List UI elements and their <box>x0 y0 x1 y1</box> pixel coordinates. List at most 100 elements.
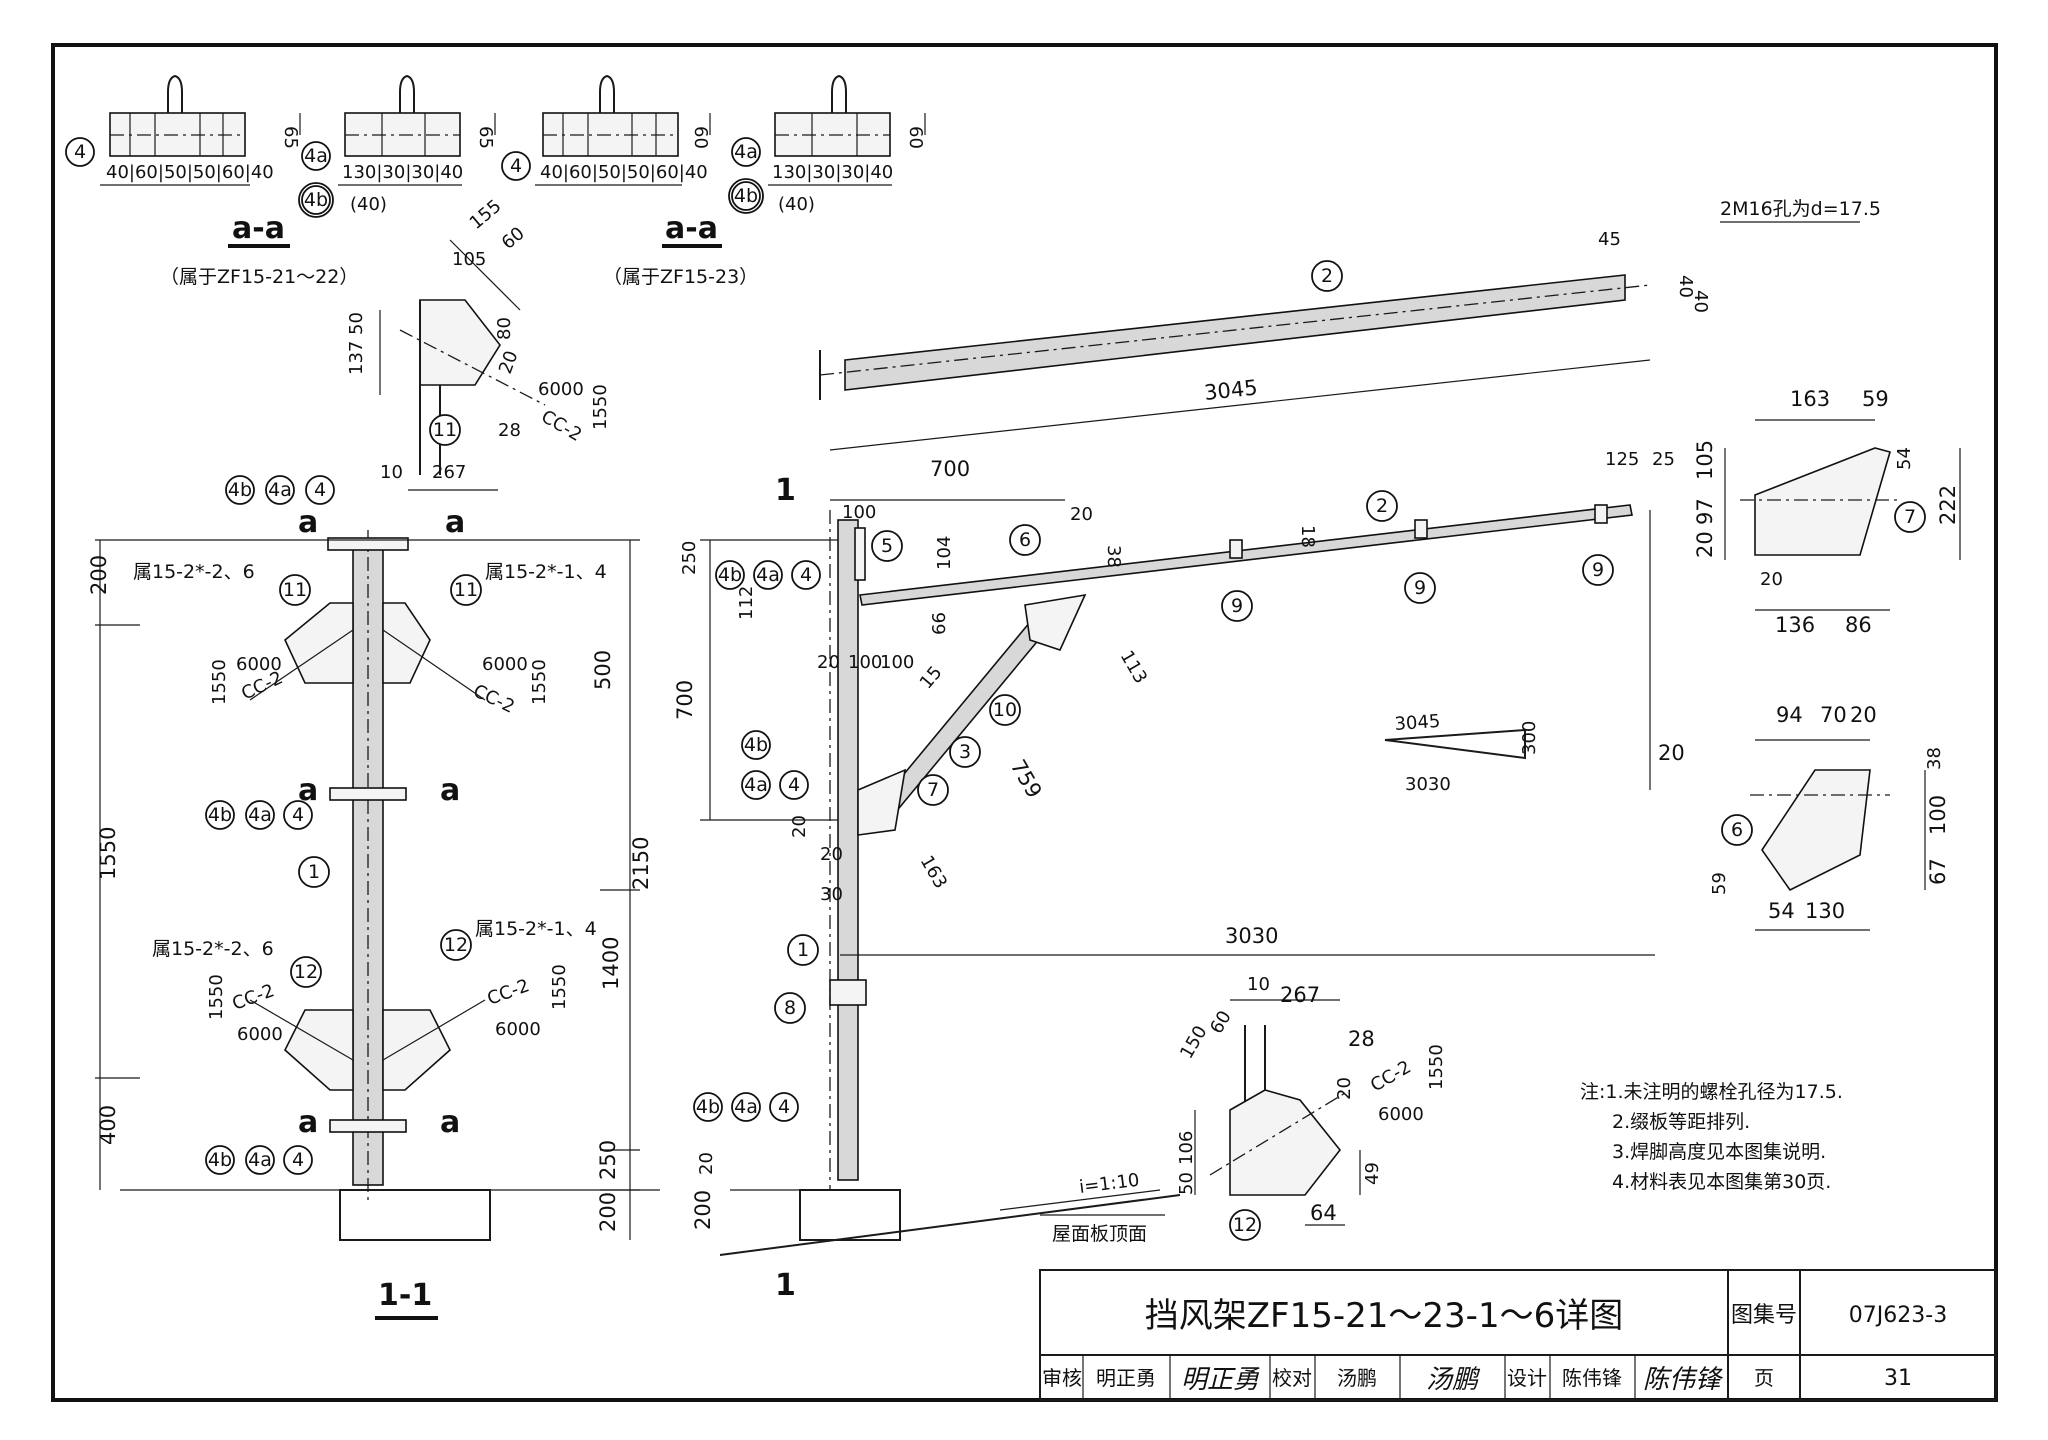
s11-dim-200b: 200 <box>596 1192 620 1232</box>
member-2-plan <box>844 274 1626 391</box>
p6-dim-67: 67 <box>1926 858 1950 885</box>
svg-text:4a: 4a <box>756 564 780 586</box>
section-aa-detail-4: 130|30|30|40 (40) 60 4a 4b <box>728 74 926 215</box>
review-label: 审核 <box>1042 1366 1082 1390</box>
svg-text:4b: 4b <box>744 734 768 756</box>
dim-18: 18 <box>1297 525 1318 548</box>
p6-dim-130: 130 <box>1805 899 1845 923</box>
s11-mark-a-right: a <box>445 505 465 540</box>
svg-text:4a: 4a <box>248 1149 272 1171</box>
checker-name: 汤鹏 <box>1337 1366 1377 1390</box>
p7-dim-163: 163 <box>1790 387 1830 411</box>
tag-4a: 4a <box>741 770 771 800</box>
tag-8: 8 <box>774 992 806 1024</box>
svg-text:4: 4 <box>314 479 326 501</box>
dim-104: 104 <box>934 536 955 570</box>
g11-dim-10: 10 <box>380 462 403 483</box>
s11-mark-a-bot-r: a <box>440 1105 460 1140</box>
tag-11: 11 <box>279 574 311 606</box>
aa4-alt-dim: (40) <box>778 194 815 215</box>
g11-dim-267: 267 <box>432 462 466 483</box>
designer-name: 陈伟锋 <box>1562 1366 1622 1390</box>
svg-text:11: 11 <box>283 579 307 601</box>
g11-dim-1550: 1550 <box>590 384 611 430</box>
aa-note-2: （属于ZF15-23） <box>603 266 758 288</box>
aa-note-1: （属于ZF15-21～22） <box>160 266 358 288</box>
g11-dim-28: 28 <box>498 420 521 441</box>
g11-dim-50: 50 <box>346 312 367 335</box>
p6-dim-100: 100 <box>1926 795 1950 835</box>
p6-dim-94: 94 <box>1776 703 1803 727</box>
p7-dim-105: 105 <box>1693 440 1717 480</box>
tag-4b: 4b <box>225 475 255 505</box>
g12-dim-267: 267 <box>1280 983 1320 1007</box>
aa4-height: 60 <box>905 126 926 149</box>
dim-20-mid: 20 <box>817 652 840 673</box>
dim-3030: 3030 <box>1225 924 1278 948</box>
gusset-12-detail: 10 267 150 60 28 20 CC-2 1550 6000 106 5… <box>1176 974 1447 1241</box>
dim-200-base: 200 <box>691 1190 715 1230</box>
tag-11: 11 <box>429 414 461 446</box>
splice-plate-8 <box>829 979 867 1006</box>
tag-4: 4 <box>305 475 335 505</box>
s11-dim-1550: 1550 <box>96 827 120 880</box>
note-4: 4.材料表见本图集第30页. <box>1612 1171 1831 1193</box>
s11-mark-a-left: a <box>298 505 318 540</box>
g12-dim-20: 20 <box>1334 1077 1355 1100</box>
aa2-height: 65 <box>475 126 496 149</box>
tag-4: 4 <box>791 560 821 590</box>
p7-dim-20b: 20 <box>1760 569 1783 590</box>
svg-text:3: 3 <box>959 741 971 763</box>
g11-dim-80: 80 <box>494 317 515 340</box>
dim-100-top: 100 <box>842 502 876 523</box>
aa-title-1: a-a <box>232 211 285 246</box>
aa3-height: 60 <box>690 126 711 149</box>
svg-text:7: 7 <box>927 779 939 801</box>
svg-text:4b: 4b <box>718 564 742 586</box>
dim-40a: 40 <box>1675 275 1696 298</box>
svg-text:5: 5 <box>881 535 893 557</box>
tag-4: 4 <box>769 1092 799 1122</box>
reviewer-signature: 明正勇 <box>1181 1365 1260 1395</box>
tag-4a: 4a <box>265 475 295 505</box>
dim-45: 45 <box>1598 229 1621 250</box>
s11-mark-a-mid-l: a <box>298 773 318 808</box>
svg-text:4a: 4a <box>248 804 272 826</box>
p7-dim-54: 54 <box>1894 447 1915 470</box>
tag-12: 12 <box>290 956 322 988</box>
svg-text:12: 12 <box>444 934 468 956</box>
g12-dim-50: 50 <box>1176 1172 1197 1195</box>
tag-4b: 4b <box>205 1145 235 1175</box>
section-mark-1-top: 1 <box>775 473 796 508</box>
tag-2: 2 <box>1311 260 1343 292</box>
svg-text:4b: 4b <box>304 189 328 211</box>
g11-dim-6000: 6000 <box>538 379 584 400</box>
svg-text:4: 4 <box>778 1096 790 1118</box>
g12-dim-150: 150 <box>1176 1022 1211 1062</box>
s11-brace-1550-r: 1550 <box>529 659 550 705</box>
designer-signature: 陈伟锋 <box>1643 1365 1724 1395</box>
section-aa-detail-1: 40|60|50|50|60|40 65 4 <box>65 74 301 186</box>
dim-113: 113 <box>1116 647 1151 687</box>
svg-text:4: 4 <box>510 155 522 177</box>
s11-brace-6000-r: 6000 <box>482 654 528 675</box>
g12-dim-49: 49 <box>1362 1162 1383 1185</box>
section-1-1-title: 1-1 <box>378 1278 432 1313</box>
note-3: 3.焊脚高度见本图集说明. <box>1612 1141 1826 1163</box>
design-label: 设计 <box>1507 1366 1547 1390</box>
bolt-note: 2M16孔为d=17.5 <box>1720 198 1881 220</box>
tag-4b: 4b <box>715 560 745 590</box>
s11-note-2: 属15-2*-1、4 <box>485 561 607 583</box>
s11-brace-6000-l: 6000 <box>236 654 282 675</box>
tag-6: 6 <box>1009 524 1041 556</box>
s11-note-1: 属15-2*-2、6 <box>133 561 255 583</box>
s11-brace-cc2-bl: CC-2 <box>230 980 278 1014</box>
s11-dim-500: 500 <box>591 650 615 690</box>
dim-15: 15 <box>916 662 947 693</box>
svg-text:7: 7 <box>1904 506 1916 528</box>
svg-text:4: 4 <box>292 1149 304 1171</box>
tag-9: 9 <box>1582 554 1614 586</box>
tag-4b: 4b <box>728 178 764 214</box>
p7-dim-86: 86 <box>1845 613 1872 637</box>
svg-text:8: 8 <box>784 997 796 1019</box>
